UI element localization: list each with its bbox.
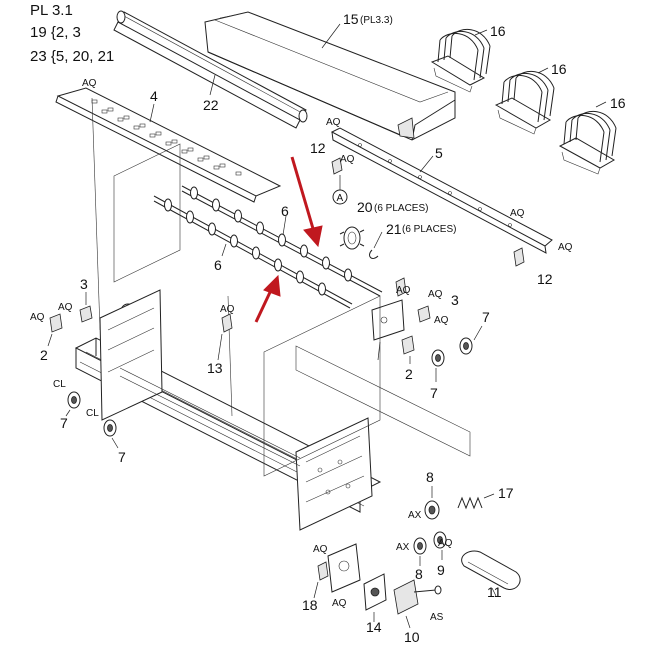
callout-15: 15	[343, 11, 359, 27]
fastener-aq1: AQ	[82, 78, 97, 89]
part-16-clip-c	[558, 110, 617, 175]
fastener-ax2: AX	[396, 542, 410, 553]
callout-12a: 12	[310, 140, 326, 156]
callout-7b: 7	[118, 449, 126, 465]
callout-2b: 2	[405, 366, 413, 382]
part-6-roller-upper	[181, 185, 383, 297]
callout-5: 5	[435, 145, 443, 161]
callout-21-note: (6 PLACES)	[402, 224, 456, 235]
part-21-clip	[369, 249, 379, 259]
plate-label: PL 3.1	[30, 2, 73, 19]
part-8-gear-lower	[413, 537, 427, 555]
part-5-bracket	[330, 127, 553, 254]
part-17-spring	[457, 496, 483, 510]
kit-23-number: 23	[30, 48, 47, 65]
fastener-aq2: AQ	[326, 117, 341, 128]
fastener-aq4: AQ	[558, 242, 573, 253]
arrow-down-indicator	[290, 156, 323, 248]
callout-16a: 16	[490, 23, 506, 39]
part-7-bearing-left-a	[67, 391, 81, 409]
fastener-ax1: AX	[408, 510, 422, 521]
fastener-aq8: AQ	[434, 315, 449, 326]
fastener-cl1: CL	[53, 379, 66, 390]
callout-15-ref: (PL3.3)	[360, 15, 393, 26]
part-14-flange	[363, 573, 387, 611]
fastener-aq14: AQ	[332, 598, 347, 609]
callout-16b: 16	[551, 61, 567, 77]
part-9-gear	[433, 531, 447, 549]
fastener-aq9: AQ	[30, 312, 45, 323]
callout-21: 21	[386, 221, 402, 237]
callout-8b: 8	[415, 566, 423, 582]
callout-7d: 7	[482, 309, 490, 325]
fastener-cl2: CL	[86, 408, 99, 419]
callout-14: 14	[366, 619, 382, 635]
part-6-roller-lower	[153, 195, 353, 309]
part-16-clip-b	[494, 70, 555, 135]
part-4-plate	[55, 87, 282, 203]
kit-23-brace: {	[50, 48, 56, 65]
part-3-clip-left	[79, 305, 93, 323]
fastener-aq3: AQ	[510, 208, 525, 219]
callout-6b: 6	[214, 257, 222, 273]
fastener-aq5: AQ	[340, 154, 355, 165]
ref-mark-a-upper	[332, 189, 348, 205]
kit-23-line: 23 {5, 20, 21	[30, 48, 114, 65]
part-18-mount	[317, 543, 361, 593]
part-13-bracket	[221, 313, 233, 333]
callout-2a: 2	[40, 347, 48, 363]
part-7-bearing-right-a	[431, 349, 445, 367]
part-15-cover	[204, 11, 456, 141]
kit-19-line: 19 {2, 3	[30, 24, 81, 41]
part-3-clip-right	[417, 305, 431, 323]
part-12-clip-upper	[331, 157, 343, 175]
part-8-gear-upper	[424, 500, 440, 520]
part-16-clip-a	[430, 28, 491, 93]
part-7-bearing-left-b	[103, 419, 117, 437]
part-7-bearing-right-b	[459, 337, 473, 355]
callout-20: 20	[357, 199, 373, 215]
callout-3b: 3	[451, 292, 459, 308]
kit-19-number: 19	[30, 24, 47, 41]
callout-3a: 3	[80, 276, 88, 292]
callout-22: 22	[203, 97, 219, 113]
callout-18: 18	[302, 597, 318, 613]
part-20-gear	[339, 226, 365, 250]
fastener-aq11: AQ	[220, 304, 235, 315]
callout-12b: 12	[537, 271, 553, 287]
kit-19-items: 2, 3	[55, 24, 81, 41]
part-2-clip-right	[401, 335, 415, 355]
callout-13: 13	[207, 360, 223, 376]
ref-mark-a-upper-label: A	[337, 193, 344, 204]
callout-8a: 8	[426, 469, 434, 485]
part-12-clip-lower	[513, 247, 525, 267]
fastener-as1: AS	[430, 612, 444, 623]
fastener-aq10: AQ	[58, 302, 73, 313]
callout-7c: 7	[430, 385, 438, 401]
fastener-aq7: AQ	[428, 289, 443, 300]
callout-16c: 16	[610, 95, 626, 111]
alignment-outlines	[91, 97, 471, 477]
callout-7a: 7	[60, 415, 68, 431]
kit-23-items: 5, 20, 21	[55, 48, 115, 65]
part-22-cover	[113, 10, 308, 129]
callout-9: 9	[437, 562, 445, 578]
callout-4: 4	[150, 88, 158, 104]
kit-19-brace: {	[50, 24, 56, 41]
fastener-aq12: AQ	[438, 538, 453, 549]
callout-6a: 6	[281, 203, 289, 219]
callout-10: 10	[404, 629, 420, 645]
callout-11: 11	[487, 584, 502, 600]
part-10-motor	[393, 579, 442, 615]
part-11-belt	[461, 550, 521, 590]
part-2-clip-left	[49, 313, 63, 333]
fastener-aq13: AQ	[313, 544, 328, 555]
arrow-up-indicator	[254, 274, 281, 323]
main-frame	[74, 289, 382, 531]
callout-17: 17	[498, 485, 514, 501]
callout-20-note: (6 PLACES)	[374, 203, 428, 214]
fastener-aq6: AQ	[396, 285, 411, 296]
